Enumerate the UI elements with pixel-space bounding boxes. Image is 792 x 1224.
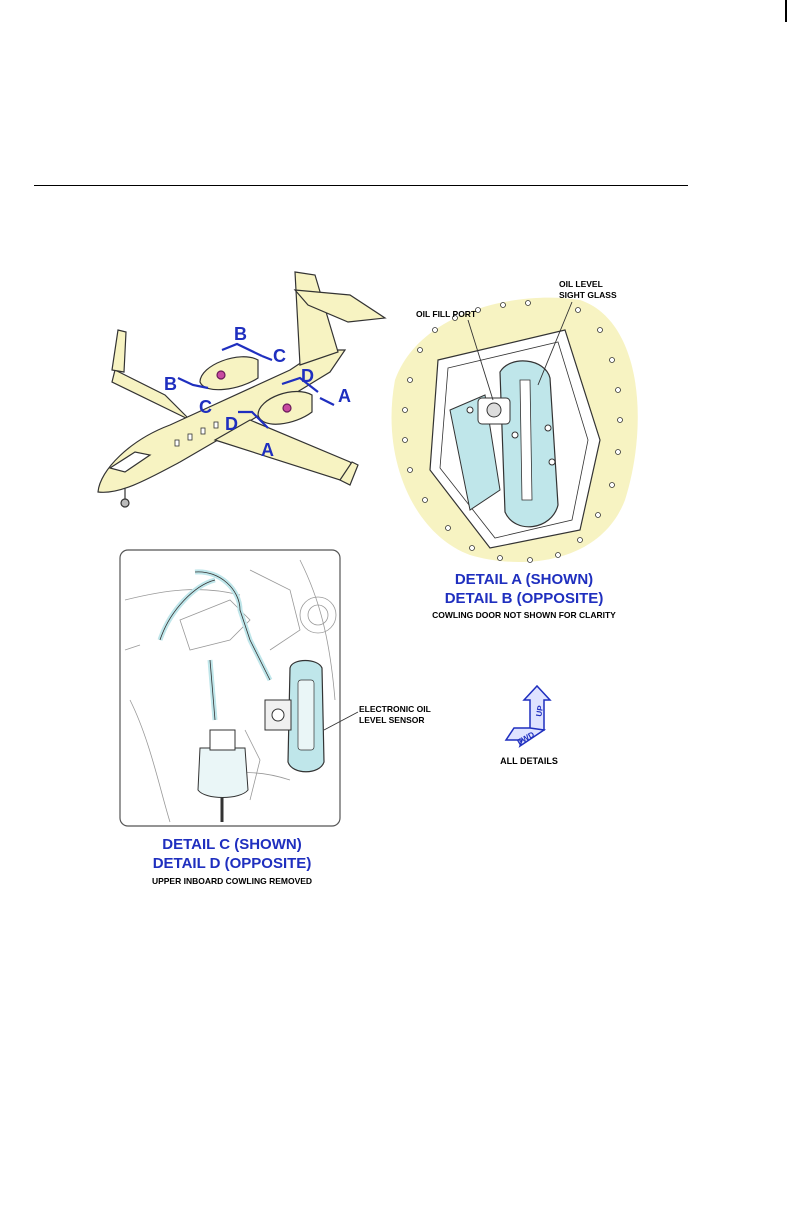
callout-sensor-line2: LEVEL SENSOR	[359, 715, 425, 725]
callout-sight-glass-line1: OIL LEVEL	[559, 279, 603, 289]
detail-ab-illustration	[392, 298, 638, 563]
callout-oil-fill-port: OIL FILL PORT	[416, 309, 477, 319]
engine-right-oil-access	[283, 404, 291, 412]
engine-left-oil-access	[217, 371, 225, 379]
aircraft-vertical-tail	[295, 272, 338, 365]
aircraft-winglet-left	[112, 330, 126, 372]
detail-ab-note: COWLING DOOR NOT SHOWN FOR CLARITY	[432, 610, 616, 620]
detail-ab-title-line1: DETAIL A (SHOWN)	[455, 571, 593, 588]
detail-cd-title-line1: DETAIL C (SHOWN)	[162, 836, 301, 853]
marker-b-top: B	[234, 324, 247, 344]
detail-cd-note: UPPER INBOARD COWLING REMOVED	[152, 876, 312, 886]
marker-d-right: D	[301, 366, 314, 386]
marker-a-bottom: A	[261, 440, 274, 460]
detail-ab-title-line2: DETAIL B (OPPOSITE)	[445, 590, 604, 607]
detail-cd-title-line2: DETAIL D (OPPOSITE)	[153, 855, 312, 872]
nose-wheel	[121, 499, 129, 507]
marker-b-bottom: B	[164, 374, 177, 394]
marker-c-bottom: C	[199, 397, 212, 417]
marker-a-right: A	[338, 386, 351, 406]
marker-c-top: C	[273, 346, 286, 366]
callout-sensor-line1: ELECTRONIC OIL	[359, 704, 431, 714]
detail-cd-illustration	[120, 550, 358, 826]
marker-d-left: D	[225, 414, 238, 434]
orientation-caption: ALL DETAILS	[500, 756, 558, 766]
engine-left	[200, 357, 258, 390]
callout-sight-glass-line2: SIGHT GLASS	[559, 290, 617, 300]
